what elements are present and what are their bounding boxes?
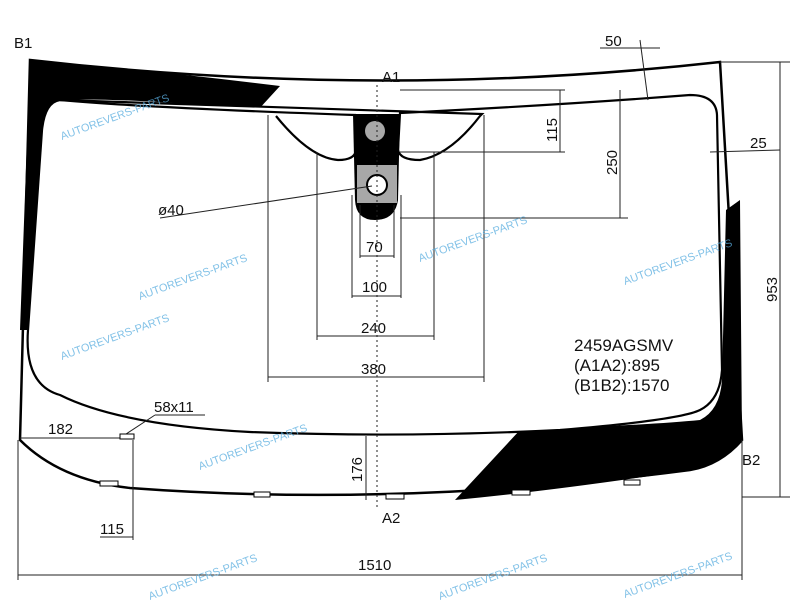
dim-182: 182 — [48, 421, 73, 438]
a1a2-length: (A1A2):895 — [574, 356, 660, 375]
dim-diameter-40: ø40 — [158, 202, 184, 219]
point-b1: B1 — [14, 35, 32, 52]
bottom-clips — [99, 479, 641, 500]
black-frit-right-bottom — [455, 200, 742, 500]
dim-25: 25 — [750, 135, 767, 152]
guide-lines — [17, 39, 790, 580]
dim-240: 240 — [361, 320, 386, 337]
dim-58x11: 58x11 — [154, 399, 194, 416]
tab-58x11 — [119, 433, 135, 440]
dim-953: 953 — [764, 277, 781, 302]
dim-50: 50 — [605, 33, 622, 50]
black-frit-left-top — [20, 60, 280, 330]
grey-dot — [365, 121, 385, 141]
dim-70: 70 — [366, 239, 383, 256]
dim-176: 176 — [349, 457, 366, 482]
svg-text:AUTOREVERS-PARTS: AUTOREVERS-PARTS — [147, 552, 259, 600]
point-a2: A2 — [382, 510, 400, 527]
glass-outer-edge — [18, 58, 744, 497]
point-b2: B2 — [742, 452, 760, 469]
b1b2-length: (B1B2):1570 — [574, 376, 669, 395]
dim-115-top: 115 — [544, 118, 561, 142]
dim-1510: 1510 — [358, 557, 391, 574]
dim-250: 250 — [604, 150, 621, 175]
svg-text:AUTOREVERS-PARTS: AUTOREVERS-PARTS — [437, 552, 549, 600]
dim-115-bottom: 115 — [100, 521, 124, 538]
dim-100: 100 — [362, 279, 387, 296]
point-a1: A1 — [382, 69, 400, 86]
dim-380: 380 — [361, 361, 386, 378]
part-code: 2459AGSMV — [574, 336, 674, 355]
